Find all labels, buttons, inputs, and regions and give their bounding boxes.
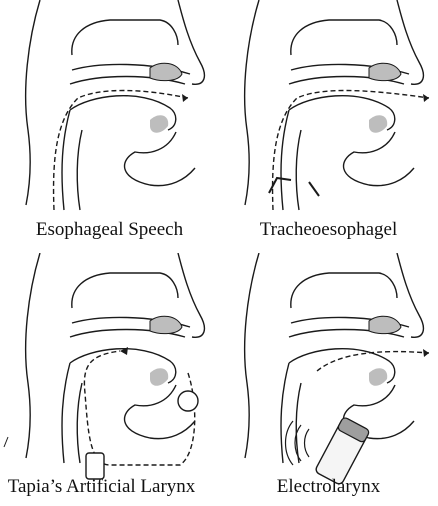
caption-tapia-artificial-larynx: Tapia’s Artificial Larynx <box>0 476 211 498</box>
vibration-arc <box>286 421 294 465</box>
vibration-arc <box>305 429 310 457</box>
edge-mark <box>4 437 8 447</box>
airflow-arrowhead <box>182 94 188 102</box>
panel-electrolarynx: Electrolarynx <box>219 253 438 506</box>
panel-tracheoesophageal: Tracheoesophagel <box>219 0 438 253</box>
airflow-path <box>273 91 429 211</box>
esophageal-speech-diagram <box>0 0 219 253</box>
airflow-arrowhead <box>423 94 429 102</box>
reed-device <box>178 391 198 411</box>
caption-tracheoesophageal: Tracheoesophagel <box>219 219 438 241</box>
panel-tapia-artificial-larynx: Tapia’s Artificial Larynx <box>0 253 219 506</box>
panel-esophageal-speech: Esophageal Speech <box>0 0 219 253</box>
stoma-marker <box>309 182 319 196</box>
airflow-arrowhead <box>423 349 429 357</box>
tracheoesophageal-diagram <box>219 0 438 253</box>
caption-esophageal-speech: Esophageal Speech <box>0 219 219 241</box>
airflow-path <box>54 91 188 211</box>
electrolarynx-diagram <box>219 253 438 506</box>
airflow-path <box>317 352 429 371</box>
tapia-artificial-larynx-diagram <box>0 253 219 506</box>
caption-electrolarynx: Electrolarynx <box>219 476 438 498</box>
airflow-tube-path <box>84 351 194 465</box>
